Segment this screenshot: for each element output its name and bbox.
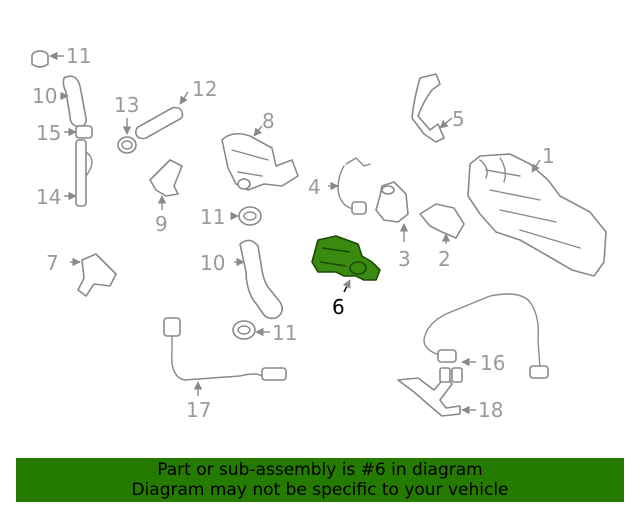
part-1-intake-manifold: 1 — [467, 144, 607, 277]
part-2-bracket: 2 — [419, 203, 465, 271]
callout-11-bottom: 11 — [272, 321, 297, 345]
callout-17: 17 — [186, 398, 211, 422]
part-11-clamp-middle: 11 — [200, 205, 262, 229]
callout-7: 7 — [46, 251, 59, 275]
part-16-oxygen-sensor: 16 — [423, 293, 549, 379]
part-12-hose: 12 — [135, 77, 217, 140]
part-3-valve: 3 — [375, 181, 411, 271]
callout-11-middle: 11 — [200, 205, 225, 229]
part-17-oxygen-sensor: 17 — [163, 317, 287, 422]
part-4-hose: 4 — [308, 157, 371, 215]
callout-1: 1 — [542, 144, 555, 168]
part-5-pipe: 5 — [411, 73, 465, 143]
callout-10-top: 10 — [32, 84, 57, 108]
callout-16: 16 — [480, 351, 505, 375]
callout-18: 18 — [478, 398, 503, 422]
callout-15: 15 — [36, 121, 61, 145]
callout-5: 5 — [452, 107, 465, 131]
callout-10-middle: 10 — [200, 251, 225, 275]
part-13-clamp: 13 — [114, 93, 139, 154]
part-9-bracket: 9 — [149, 159, 183, 236]
banner-line-1: Part or sub-assembly is #6 in diagram — [157, 460, 483, 480]
part-10-hose-top: 10 — [32, 75, 87, 127]
callout-3: 3 — [398, 247, 411, 271]
banner-line-2: Diagram may not be specific to your vehi… — [131, 480, 509, 500]
part-11-clamp-bottom: 11 — [232, 320, 297, 345]
part-18-bracket: 18 — [397, 367, 503, 422]
part-10-hose-middle: 10 — [200, 239, 284, 320]
callout-14: 14 — [36, 185, 61, 209]
part-6-valve-highlighted: 6 — [311, 235, 381, 319]
callout-13: 13 — [114, 93, 139, 117]
part-14-pipe: 14 — [36, 139, 93, 209]
callout-9: 9 — [155, 212, 168, 236]
callout-11-top: 11 — [66, 44, 91, 68]
part-11-clamp-top: 11 — [31, 44, 91, 68]
part-8-pump: 8 — [221, 109, 299, 191]
info-banner: Part or sub-assembly is #6 in diagram Di… — [16, 458, 624, 502]
part-15-clamp: 15 — [36, 121, 93, 145]
callout-8: 8 — [262, 109, 275, 133]
part-7-sensor: 7 — [46, 251, 117, 297]
parts-diagram: 11 10 15 14 13 12 9 — [31, 44, 607, 422]
callout-4: 4 — [308, 175, 321, 199]
callout-6: 6 — [332, 295, 345, 319]
callout-12: 12 — [192, 77, 217, 101]
callout-2: 2 — [438, 247, 451, 271]
